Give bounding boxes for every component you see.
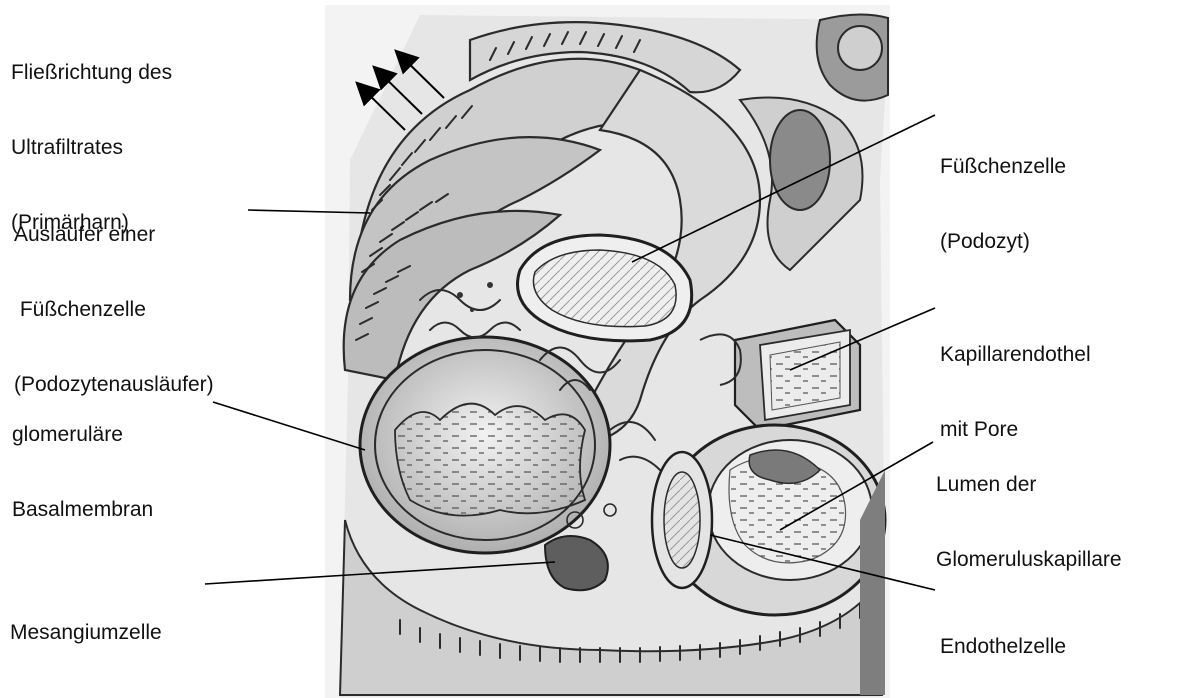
endothelial-cell (652, 452, 712, 588)
label-endothelial-cell-line1: Endothelzelle (940, 634, 1066, 659)
label-podocyte-line1: Füßchenzelle (940, 154, 1066, 179)
label-flow-direction-line2: Ultrafiltrates (11, 135, 172, 160)
label-mesangial-cell: Mesangiumzelle (10, 570, 162, 670)
label-basement-membrane-line2: Basalmembran (12, 497, 153, 522)
label-endothelial-cell: Endothelzelle (940, 584, 1066, 684)
label-capillary-lumen: Lumen der Glomeruluskapillare (936, 422, 1122, 597)
label-flow-direction-line1: Fließrichtung des (11, 60, 172, 85)
label-endothelium-line1: Kapillarendothel (940, 342, 1091, 367)
label-podocyte-process-line1: Ausläufer einer (14, 222, 214, 247)
capillary-left (360, 337, 610, 553)
label-capillary-lumen-line1: Lumen der (936, 472, 1122, 497)
label-mesangial-cell-line1: Mesangiumzelle (10, 620, 162, 645)
label-podocyte-line2: (Podozyt) (940, 229, 1066, 254)
label-podocyte-process-line2: Füßchenzelle (14, 297, 214, 322)
label-basement-membrane: glomeruläre Basalmembran (12, 372, 153, 547)
label-capillary-lumen-line2: Glomeruluskapillare (936, 547, 1122, 572)
label-basement-membrane-line1: glomeruläre (12, 422, 153, 447)
label-podocyte: Füßchenzelle (Podozyt) (940, 104, 1066, 279)
